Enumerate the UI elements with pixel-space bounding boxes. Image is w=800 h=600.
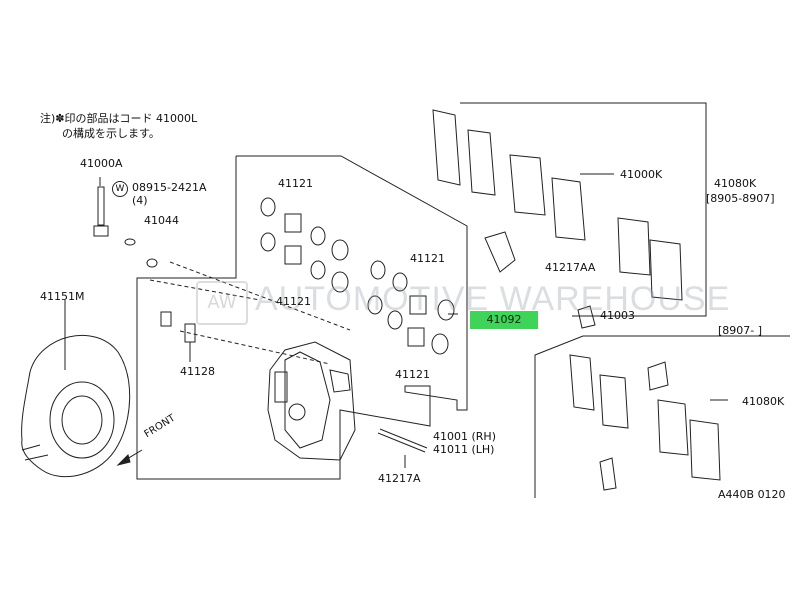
note-line-1: 注)✽印の部品はコード 41000L [40, 112, 198, 125]
pad-kit-2-outline [534, 335, 790, 498]
alignment-lines [149, 261, 351, 365]
label-41121-d[interactable]: 41121 [395, 368, 430, 381]
watermark-logo: AW [196, 281, 248, 325]
label-41080k-bottom[interactable]: 41080K [742, 395, 785, 408]
label-41003[interactable]: 41003 [600, 309, 635, 322]
label-41121-b[interactable]: 41121 [276, 295, 311, 308]
parts-note: 注)✽印の部品はコード 41000L の構成を示します。 [40, 111, 197, 141]
label-41001-rh[interactable]: 41001 (RH) [433, 430, 496, 443]
bleeder-41128 [160, 311, 196, 362]
shim [484, 231, 516, 273]
label-41217aa[interactable]: 41217AA [545, 261, 596, 274]
label-08915-2421a[interactable]: 08915-2421A [132, 181, 207, 194]
piston-seals-left [260, 197, 349, 293]
diagram-code: A440B 0120 [718, 488, 786, 501]
caliper-kit-outline [136, 155, 468, 480]
label-41121-c[interactable]: 41121 [410, 252, 445, 265]
label-08915-qty: (4) [132, 194, 148, 207]
label-41044[interactable]: 41044 [144, 214, 179, 227]
label-41000k[interactable]: 41000K [620, 168, 663, 181]
label-41080k-range: [8905-8907] [706, 192, 775, 205]
label-41128[interactable]: 41128 [180, 365, 215, 378]
front-arrow-icon [116, 449, 143, 466]
label-41092-highlighted[interactable]: 41092 [470, 311, 538, 329]
label-41011-lh[interactable]: 41011 (LH) [433, 443, 495, 456]
dust-shield-41151m [21, 335, 131, 478]
label-41121-a[interactable]: 41121 [278, 177, 313, 190]
label-41217a[interactable]: 41217A [378, 472, 421, 485]
label-41080k-top[interactable]: 41080K [714, 177, 757, 190]
brake-pads-top [432, 109, 683, 301]
clip [577, 305, 596, 329]
pin-41217a [377, 428, 428, 468]
leader-lines [448, 173, 728, 401]
piston-seals-right [367, 260, 455, 355]
note-line-2: の構成を示します。 [62, 127, 160, 140]
brake-pads-bottom [569, 354, 721, 491]
label-41151m[interactable]: 41151M [40, 290, 85, 303]
label-41000a[interactable]: 41000A [80, 157, 123, 170]
washer-w-icon: W [112, 181, 128, 197]
label-8907-range: [8907- ] [718, 324, 763, 337]
caliper-body [267, 341, 356, 461]
bolt-41000a [93, 177, 109, 237]
